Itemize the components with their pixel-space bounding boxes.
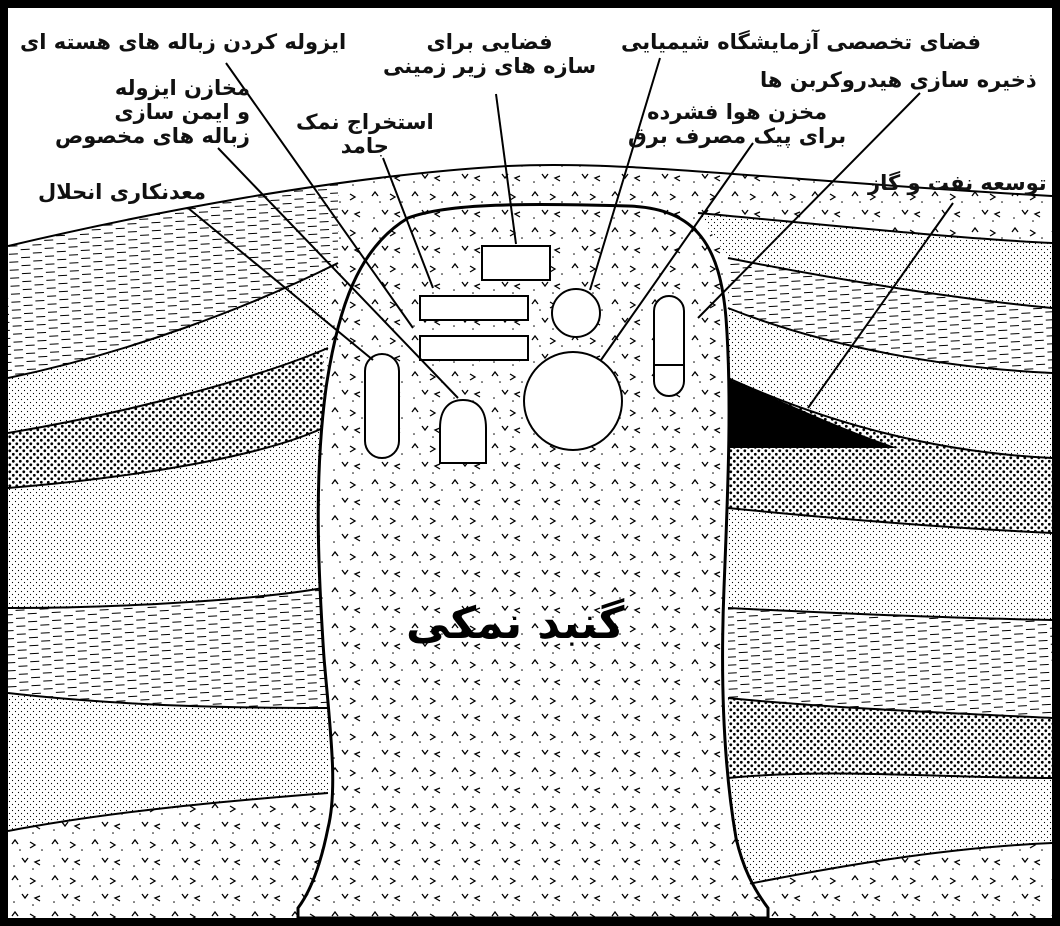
compressed-air-cavity xyxy=(524,352,622,450)
solution-mining-cavity xyxy=(365,354,399,458)
label-underground-space-line1: فضایی برای xyxy=(383,30,596,54)
label-special-waste-line3: زباله های مخصوص xyxy=(28,124,250,148)
label-special-waste: مخازن ایزوله و ایمن سازی زباله های مخصوص xyxy=(28,76,250,148)
salt-mining-cavity-lower xyxy=(420,336,528,360)
label-underground-space-line2: سازه های زیر زمینی xyxy=(383,54,596,78)
special-waste-cavity xyxy=(440,400,486,463)
label-underground-space: فضایی برای سازه های زیر زمینی xyxy=(383,30,596,78)
label-compressed-air: مخزن هوا فشرده برای پیک مصرف برق xyxy=(628,100,846,148)
label-oil-gas: توسعه نفت و گاز xyxy=(868,171,1047,195)
salt-dome-body xyxy=(298,204,768,918)
label-salt-mining-line1: استخراج نمک xyxy=(296,110,434,134)
salt-mining-cavity-upper xyxy=(420,296,528,320)
label-salt-mining-line2: جامد xyxy=(296,134,434,158)
chemical-lab-cavity xyxy=(552,289,600,337)
label-compressed-air-line2: برای پیک مصرف برق xyxy=(628,124,846,148)
label-solution-mining: معدنکاری انحلال xyxy=(38,180,206,204)
label-compressed-air-line1: مخزن هوا فشرده xyxy=(628,100,846,124)
label-hydrocarbon: ذخیره سازی هیدروکربن ها xyxy=(760,68,1037,92)
diagram-title: گنبد نمکی xyxy=(406,598,624,649)
label-special-waste-line2: و ایمن سازی xyxy=(28,100,250,124)
label-special-waste-line1: مخازن ایزوله xyxy=(28,76,250,100)
underground-structure-cavity xyxy=(482,246,550,280)
label-nuclear-waste: ایزوله کردن زباله های هسته ای xyxy=(20,30,346,54)
hydrocarbon-storage-cavity xyxy=(654,296,684,396)
label-salt-mining: استخراج نمک جامد xyxy=(296,110,434,158)
label-chem-lab: فضای تخصصی آزمایشگاه شیمیایی xyxy=(621,30,981,54)
